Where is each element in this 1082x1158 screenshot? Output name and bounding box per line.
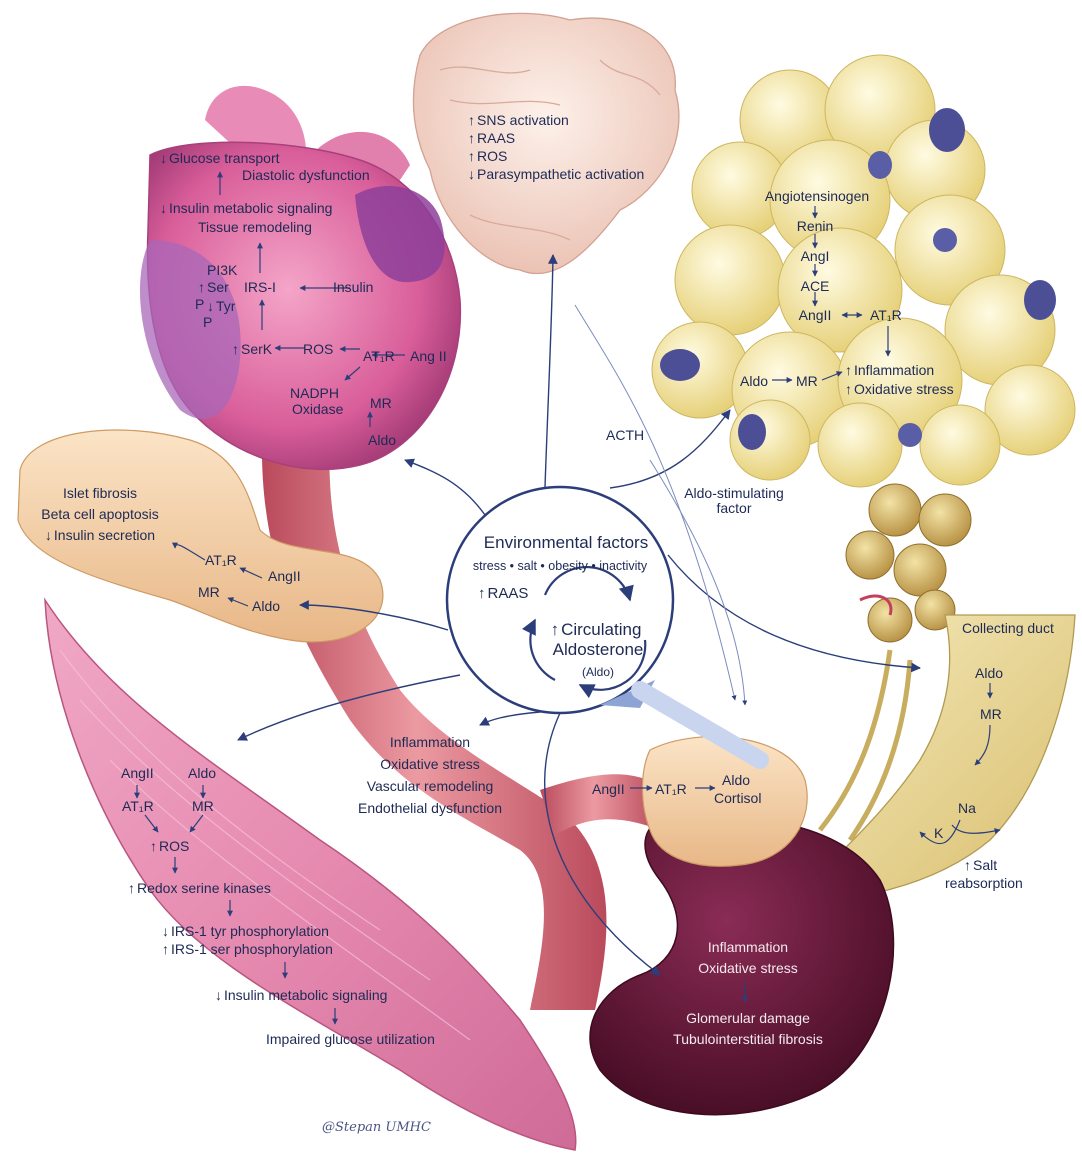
heart-nadph: NADPH — [290, 385, 339, 401]
muscle-insulin-signaling: Insulin metabolic signaling — [215, 987, 387, 1003]
muscle-irs-tyr: IRS-1 tyr phosphorylation — [162, 923, 329, 939]
heart-glucose-transport: Glucose transport — [160, 150, 280, 166]
brain-parasympathetic: Parasympathetic activation — [468, 166, 644, 182]
brain-organ — [413, 13, 678, 273]
heart-ser: Ser — [198, 279, 229, 295]
muscle-at1r: AT₁R — [122, 798, 154, 814]
heart-ros: ROS — [303, 341, 333, 357]
muscle-aldo: Aldo — [188, 765, 216, 781]
heart-serk: SerK — [232, 341, 272, 357]
adipose-mr: MR — [796, 373, 818, 389]
adipose-ace: ACE — [801, 278, 830, 294]
duct-salt: Salt — [964, 857, 997, 873]
kidney-tubulo: Tubulointerstitial fibrosis — [673, 1031, 823, 1047]
heart-insulin-signaling: Insulin metabolic signaling — [160, 200, 332, 216]
pancreas-ang2: AngII — [268, 568, 301, 584]
adrenal-ang2: AngII — [592, 781, 625, 797]
heart-mr: MR — [370, 395, 392, 411]
adipose-aldo: Aldo — [740, 373, 768, 389]
adipose-renin: Renin — [797, 218, 834, 234]
adipose-angiotensinogen: Angiotensinogen — [765, 188, 869, 204]
aldo-stimulating-label: Aldo-stimulating — [684, 485, 784, 501]
adipose-ang1: AngI — [801, 248, 830, 264]
kidney-oxidative-stress: Oxidative stress — [698, 960, 798, 976]
heart-irs1: IRS-I — [244, 279, 276, 295]
kidney-inflammation: Inflammation — [708, 939, 788, 955]
heart-phospho-1: P — [195, 296, 204, 312]
vascular-inflammation: Inflammation — [390, 734, 470, 750]
adipose-ang2: AngII — [799, 307, 832, 323]
vascular-remodeling: Vascular remodeling — [367, 778, 494, 794]
vascular-endothelial: Endothelial dysfunction — [358, 800, 502, 816]
heart-diastolic-dysfunction: Diastolic dysfunction — [242, 167, 370, 183]
vascular-oxidative-stress: Oxidative stress — [380, 756, 480, 772]
pancreas-at1r: AT₁R — [205, 552, 237, 568]
center-subtitle: stress • salt • obesity • inactivity — [473, 558, 647, 574]
artist-signature: @Stepan UMHC — [322, 1120, 431, 1135]
heart-ang2: Ang II — [410, 348, 447, 364]
muscle-redox: Redox serine kinases — [128, 880, 271, 896]
pancreas-mr: MR — [198, 584, 220, 600]
heart-aldo: Aldo — [368, 432, 396, 448]
brain-sns: SNS activation — [468, 112, 569, 128]
center-aldo: (Aldo) — [582, 664, 614, 680]
duct-aldo: Aldo — [975, 665, 1003, 681]
pancreas-insulin-secretion: Insulin secretion — [45, 527, 155, 543]
adipose-inflammation: Inflammation — [845, 362, 934, 378]
brain-raas: RAAS — [468, 130, 515, 146]
center-aldosterone: Aldosterone — [553, 642, 644, 658]
duct-title: Collecting duct — [962, 620, 1054, 636]
heart-oxidase: Oxidase — [292, 401, 343, 417]
center-title: Environmental factors — [484, 535, 648, 551]
heart-at1r: AT₁R — [363, 348, 395, 364]
adipose-at1r: AT₁R — [870, 307, 902, 323]
duct-k: K — [934, 825, 943, 841]
adrenal-at1r: AT₁R — [655, 781, 687, 797]
muscle-irs-ser: IRS-1 ser phosphorylation — [162, 941, 333, 957]
duct-mr: MR — [980, 706, 1002, 722]
heart-phospho-2: P — [203, 314, 212, 330]
adrenal-cortisol: Cortisol — [714, 790, 761, 806]
heart-tyr: Tyr — [207, 298, 235, 314]
muscle-mr: MR — [192, 798, 214, 814]
duct-reabsorption: reabsorption — [945, 875, 1023, 891]
acth-label: ACTH — [606, 427, 644, 443]
muscle-ros: ROS — [150, 838, 189, 854]
adipose-tissue — [652, 55, 1075, 487]
kidney-glomerular: Glomerular damage — [686, 1010, 810, 1026]
aldo-stimulating-factor: factor — [716, 500, 751, 516]
duct-na: Na — [958, 800, 976, 816]
muscle-ang2: AngII — [121, 765, 154, 781]
adrenal-aldo: Aldo — [722, 772, 750, 788]
heart-pi3k: PI3K — [207, 262, 237, 278]
adipose-oxidative-stress: Oxidative stress — [845, 381, 954, 397]
brain-ros: ROS — [468, 148, 507, 164]
pancreas-beta-cell: Beta cell apoptosis — [41, 506, 159, 522]
heart-insulin: Insulin — [333, 279, 373, 295]
center-raas: RAAS — [478, 586, 528, 602]
center-circulating: Circulating — [551, 622, 642, 638]
pancreas-islet-fibrosis: Islet fibrosis — [63, 485, 137, 501]
heart-tissue-remodeling: Tissue remodeling — [198, 219, 312, 235]
pancreas-aldo: Aldo — [252, 598, 280, 614]
muscle-impaired-glucose: Impaired glucose utilization — [266, 1031, 435, 1047]
